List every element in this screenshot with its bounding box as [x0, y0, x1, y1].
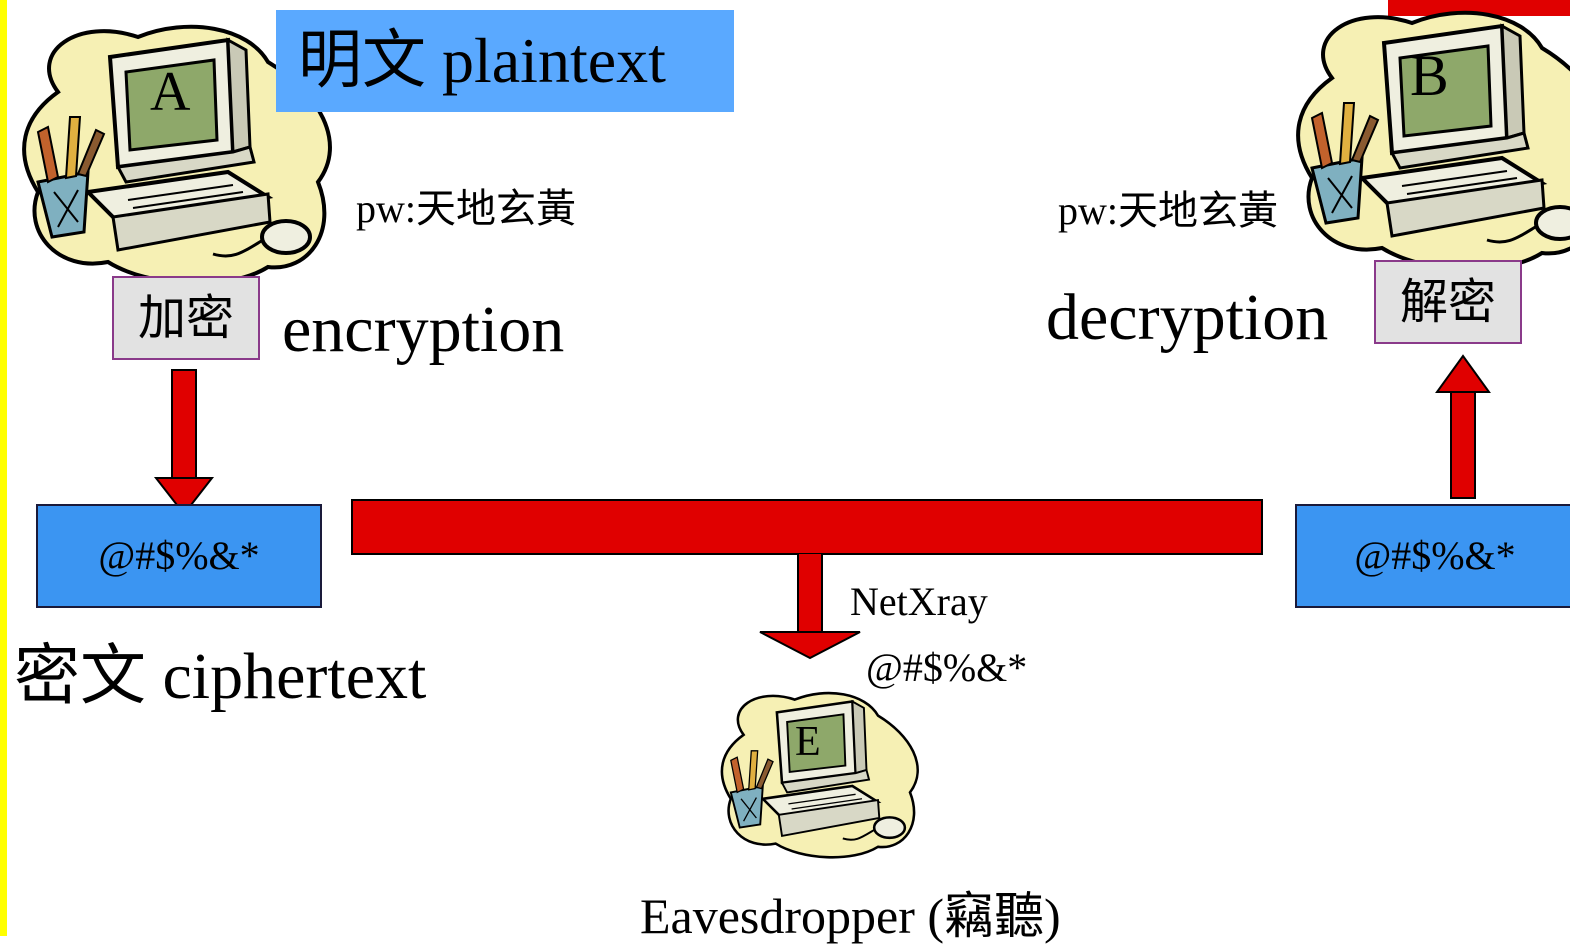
corner-flag [1388, 0, 1570, 16]
password-b: pw:天地玄黃 [1058, 188, 1278, 233]
sniffer-captured-text: @#$%&* [866, 645, 1028, 690]
encrypt-button[interactable]: 加密 [112, 276, 260, 360]
decrypt-button[interactable]: 解密 [1374, 260, 1522, 344]
plaintext-label: 明文 plaintext [276, 10, 734, 112]
password-a: pw:天地玄黃 [356, 186, 576, 231]
decryption-label: decryption [1046, 281, 1329, 354]
left-accent-strip [0, 0, 7, 936]
computer-e-letter: E [795, 719, 821, 765]
computer-a-letter: A [150, 61, 191, 123]
decrypt-arrow [1435, 354, 1491, 499]
sniffer-tool-label: NetXray [850, 579, 988, 624]
computer-b-letter: B [1410, 43, 1449, 108]
eavesdropper-label: Eavesdropper (竊聽) [640, 888, 1061, 944]
encryption-label: encryption [282, 293, 565, 366]
ciphertext-label: 密文 ciphertext [14, 640, 427, 713]
ciphertext-box-left: @#$%&* [36, 504, 322, 608]
ciphertext-box-right: @#$%&* [1295, 504, 1570, 608]
encrypt-arrow [153, 369, 215, 516]
transmission-channel [351, 499, 1263, 555]
sniff-arrow [759, 554, 861, 660]
